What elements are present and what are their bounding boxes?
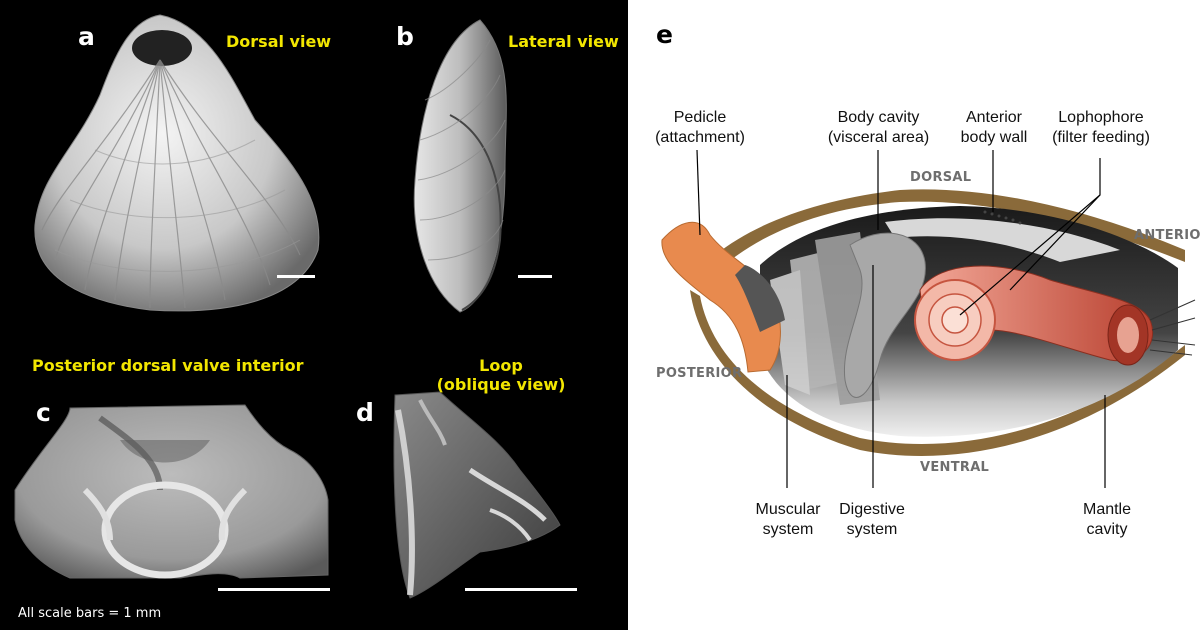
digestive-shape bbox=[843, 232, 926, 398]
dorsal-view-shell bbox=[34, 14, 320, 312]
shell-outline bbox=[690, 189, 1185, 290]
scale-footnote: All scale bars = 1 mm bbox=[18, 606, 162, 621]
label-body-cavity: Body cavity (visceral area) bbox=[827, 109, 930, 146]
lateral-view-label: Lateral view bbox=[508, 32, 619, 51]
label-pedicle: Pedicle (attachment) bbox=[655, 109, 745, 146]
orientation-dorsal: DORSAL bbox=[910, 170, 972, 185]
scale-bar-b bbox=[518, 275, 552, 278]
orientation-posterior: POSTERIOR bbox=[656, 366, 743, 381]
panel-letter-a: a bbox=[78, 22, 95, 51]
lateral-view-shell bbox=[413, 19, 507, 313]
orientation-ventral: VENTRAL bbox=[920, 460, 990, 475]
scale-bar-a bbox=[277, 275, 315, 278]
loop-label-line2: (oblique view) bbox=[436, 375, 566, 394]
label-mantle-cavity: Mantle cavity bbox=[1082, 501, 1132, 538]
valve-interior bbox=[14, 404, 329, 579]
pedicle-shape bbox=[661, 221, 781, 373]
lophophore-shape bbox=[914, 265, 1154, 366]
setae bbox=[1149, 299, 1196, 356]
label-muscular-system: Muscular system bbox=[755, 501, 821, 538]
loop-label: Loop (oblique view) bbox=[436, 356, 566, 394]
panel-letter-c: c bbox=[36, 398, 51, 427]
dorsal-view-label: Dorsal view bbox=[226, 32, 332, 51]
valve-interior-label: Posterior dorsal valve interior bbox=[32, 356, 304, 375]
panel-letter-b: b bbox=[396, 22, 414, 51]
loop-label-line1: Loop bbox=[479, 356, 523, 375]
label-digestive-system: Digestive system bbox=[839, 501, 905, 538]
scale-bar-d bbox=[465, 588, 577, 591]
orientation-anterior: ANTERIOR bbox=[1134, 228, 1200, 243]
fossil-photo-panel: a Dorsal view b Lateral view Posterior d… bbox=[0, 0, 628, 630]
loop-oblique bbox=[393, 391, 561, 599]
mantle-dots bbox=[983, 210, 1022, 225]
label-anterior-body-wall: Anterior body wall bbox=[960, 109, 1028, 146]
brachiopod-anatomy-diagram bbox=[661, 149, 1196, 488]
scale-bar-c bbox=[218, 588, 330, 591]
panel-letter-d: d bbox=[356, 398, 374, 427]
anterior-body-wall-shape bbox=[885, 218, 1120, 262]
panel-letter-e: e bbox=[656, 20, 673, 49]
label-lophophore: Lophophore (filter feeding) bbox=[1052, 109, 1150, 146]
leader-lines bbox=[696, 149, 1106, 488]
fossil-renderings bbox=[14, 14, 561, 599]
